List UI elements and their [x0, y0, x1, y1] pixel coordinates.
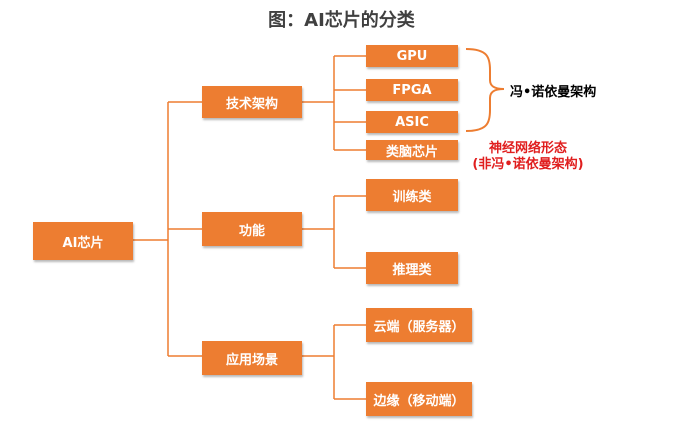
category-application-scene: 应用场景 — [202, 341, 302, 375]
leaf-brain-chip: 类脑芯片 — [366, 140, 458, 160]
category-function: 功能 — [202, 212, 302, 246]
category-tech-architecture: 技术架构 — [202, 86, 302, 118]
leaf-asic: ASIC — [366, 111, 458, 133]
root-node-ai-chip: AI芯片 — [33, 222, 133, 260]
note-von-neumann: 冯•诺依曼架构 — [510, 85, 597, 100]
leaf-training: 训练类 — [366, 179, 458, 211]
leaf-fpga: FPGA — [366, 79, 458, 101]
leaf-cloud-server: 云端（服务器） — [366, 308, 472, 342]
note-neuromorphic: 神经网络形态 — [488, 141, 567, 156]
leaf-edge-mobile: 边缘（移动端） — [366, 382, 472, 416]
diagram-title: 图：AI芯片的分类 — [268, 10, 415, 31]
note-non-von-neumann: (非冯•诺依曼架构) — [472, 157, 584, 172]
leaf-gpu: GPU — [366, 45, 458, 67]
brace-von-neumann — [465, 48, 505, 132]
leaf-inference: 推理类 — [366, 252, 458, 284]
